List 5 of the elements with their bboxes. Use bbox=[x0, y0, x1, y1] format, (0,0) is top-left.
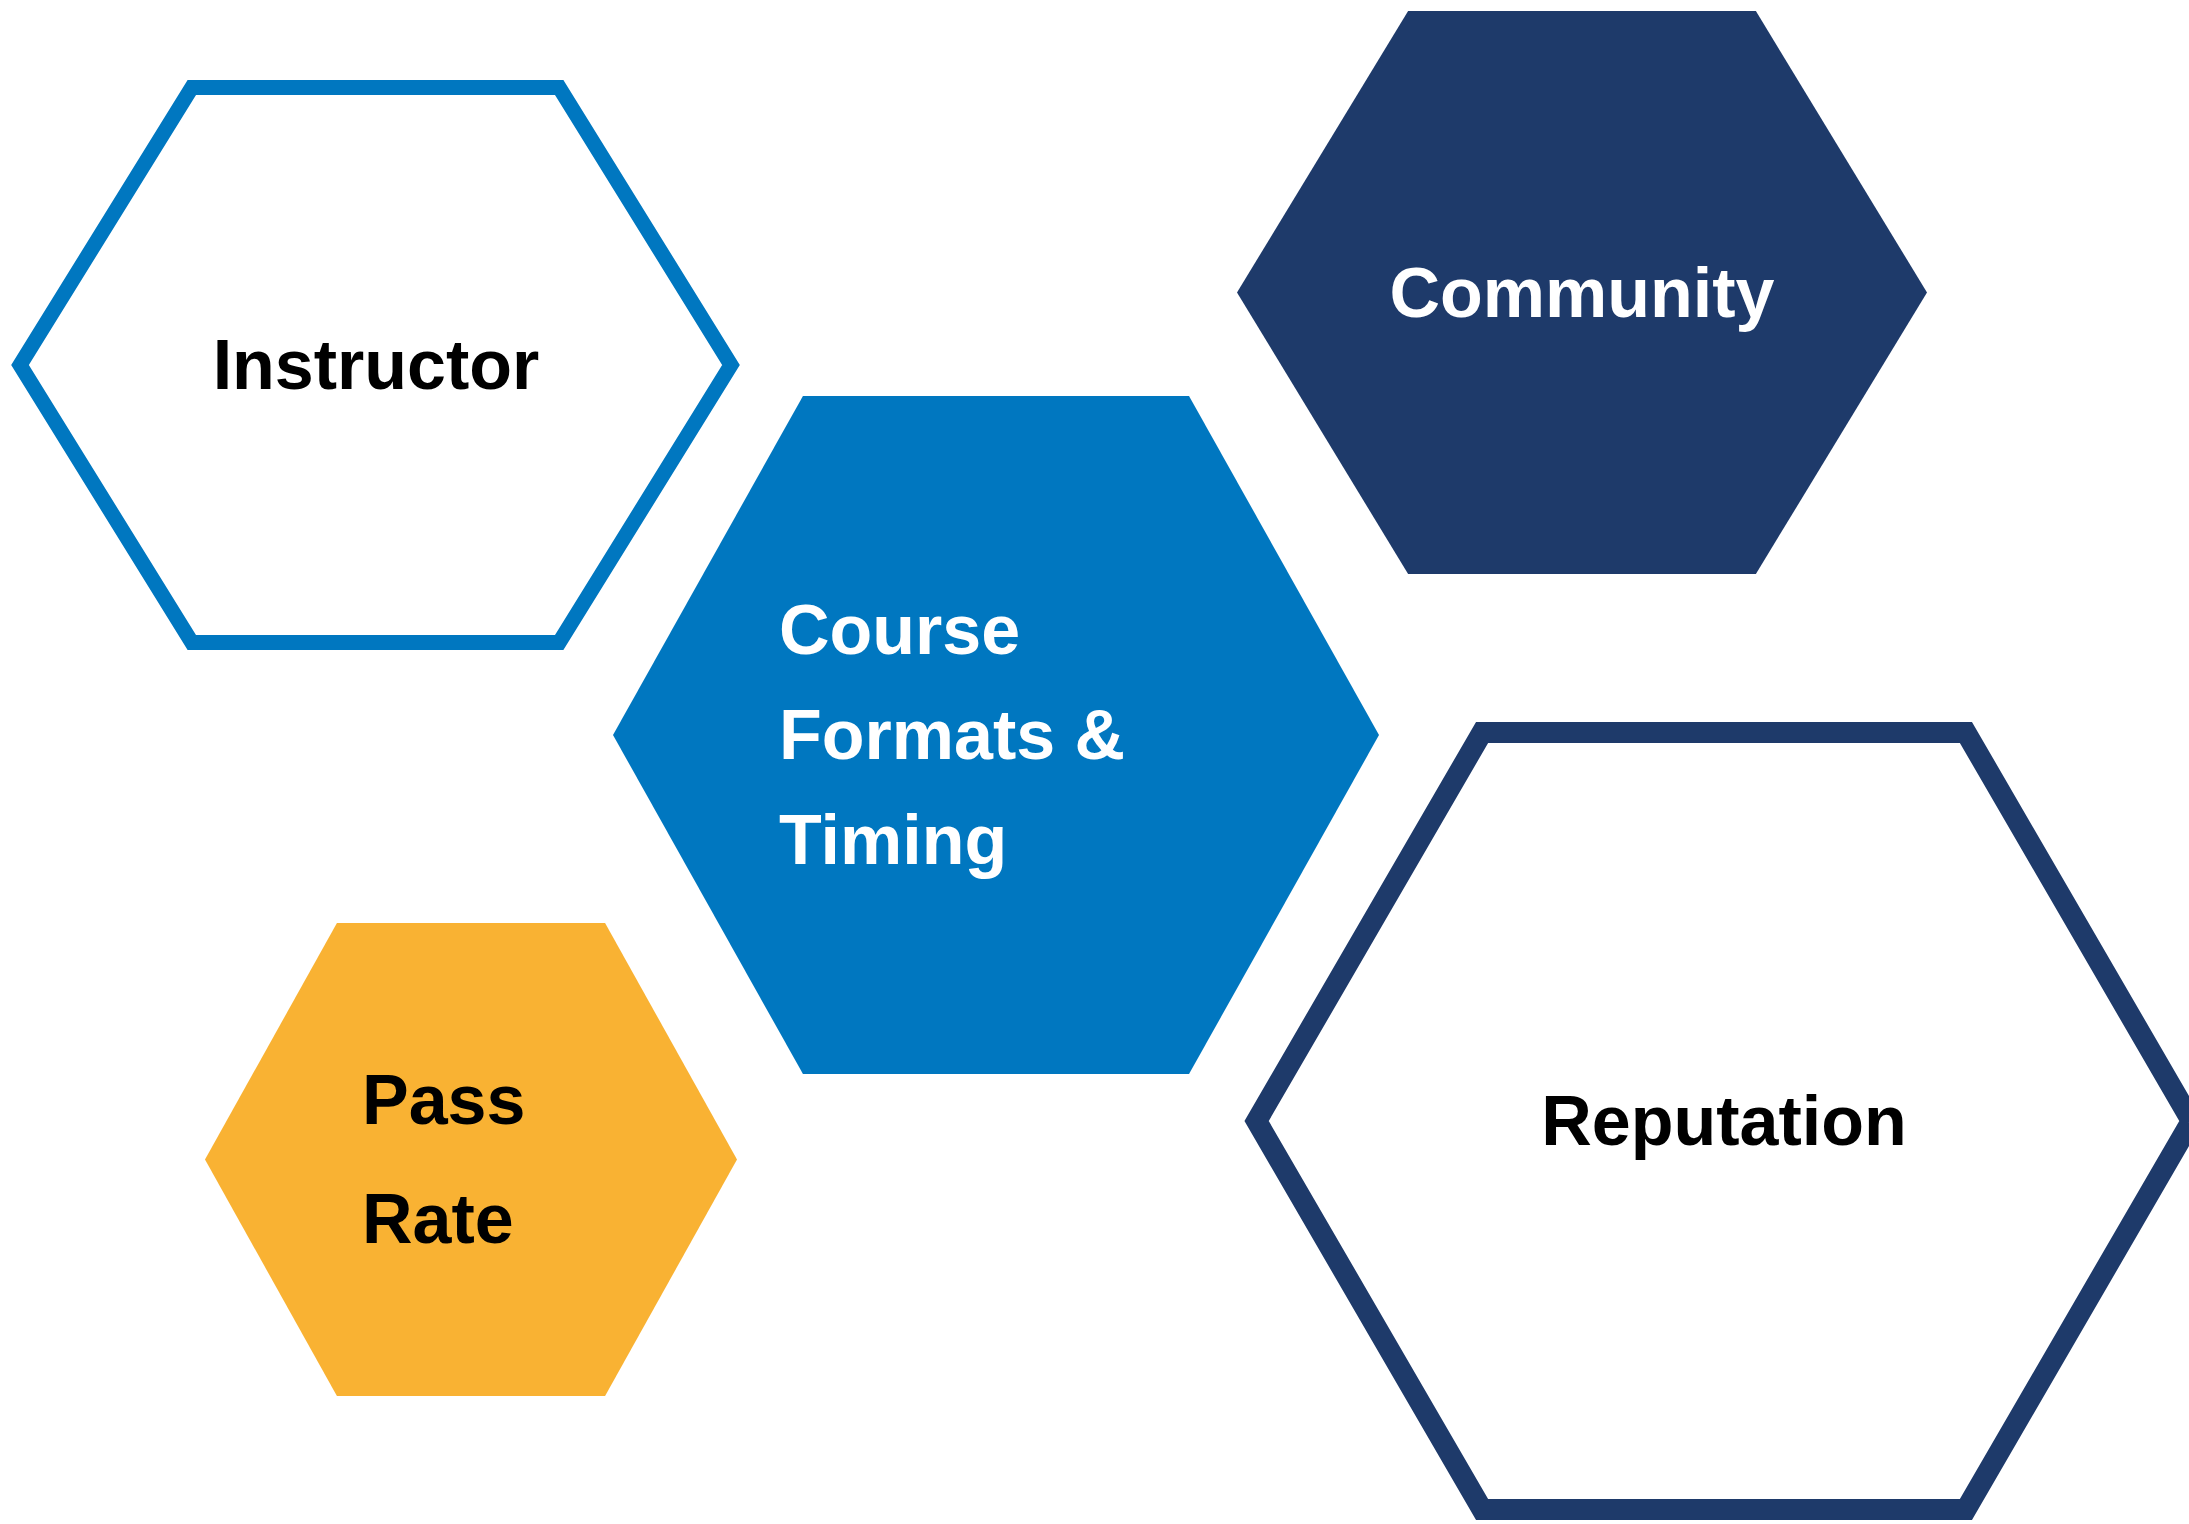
hexagon-label: Course Formats & Timing bbox=[779, 589, 1127, 881]
hexagon-label: Instructor bbox=[211, 325, 541, 406]
hexagon-label: Pass Rate bbox=[362, 1059, 527, 1260]
hexagon-label: Community bbox=[1388, 252, 1776, 334]
hexagon-label: Reputation bbox=[1540, 1081, 1908, 1162]
